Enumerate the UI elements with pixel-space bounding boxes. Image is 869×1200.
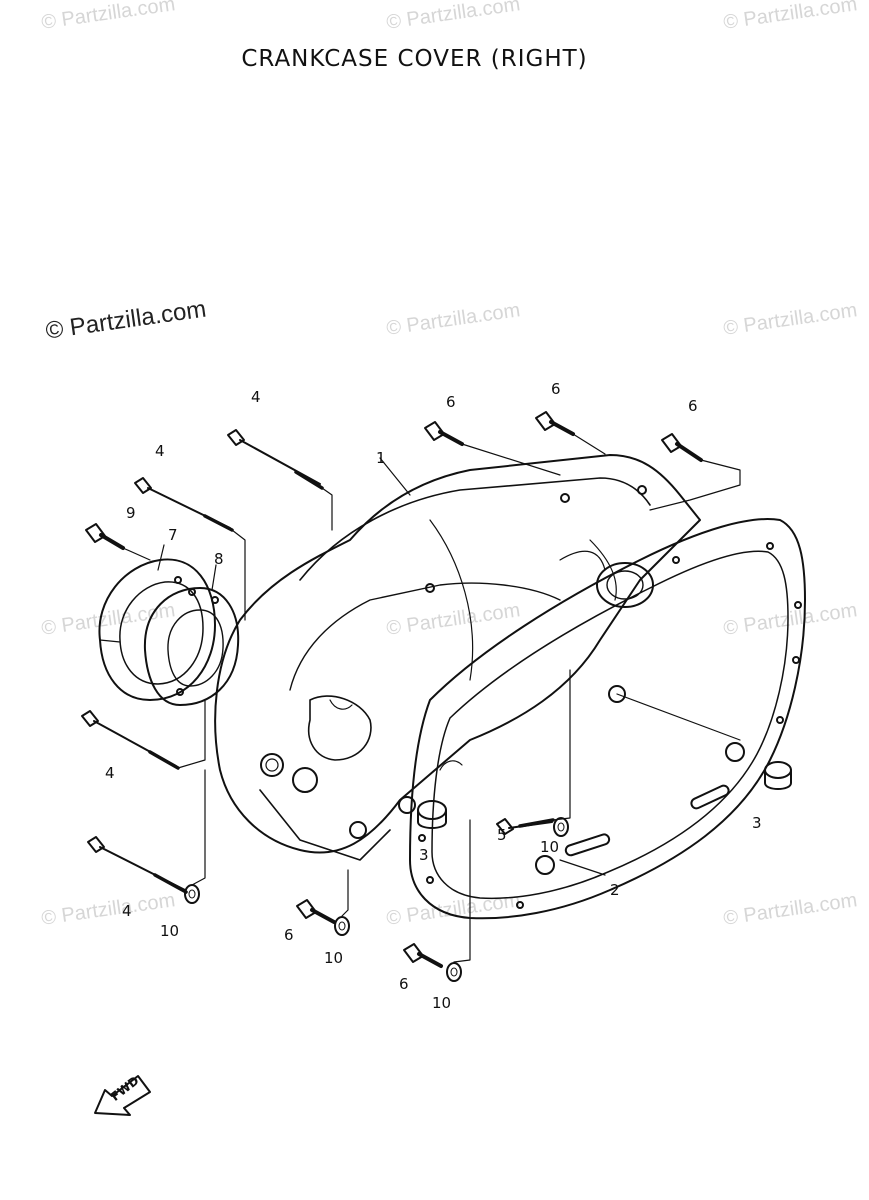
forward-arrow-icon xyxy=(94,1075,151,1116)
callout-4: 4 xyxy=(155,442,165,460)
diagram-title: CRANKCASE COVER (RIGHT) xyxy=(241,46,588,72)
part-4-long-bolt[interactable] xyxy=(87,836,188,894)
callout-5: 5 xyxy=(497,826,507,844)
callout-6: 6 xyxy=(399,975,409,993)
part-4-long-bolt[interactable] xyxy=(134,477,234,532)
callout-6: 6 xyxy=(551,380,561,398)
part-10-washer[interactable] xyxy=(446,962,462,982)
part-5-bolt[interactable] xyxy=(496,818,555,835)
callout-4: 4 xyxy=(105,764,115,782)
callout-6: 6 xyxy=(688,397,698,415)
callout-1: 1 xyxy=(376,449,386,467)
callout-4: 4 xyxy=(122,902,132,920)
part-7-seal-housing[interactable] xyxy=(98,558,216,701)
callout-10: 10 xyxy=(540,838,559,856)
part-3-dowel-pin[interactable] xyxy=(417,800,447,829)
callout-10: 10 xyxy=(324,949,343,967)
part-4-long-bolt[interactable] xyxy=(81,710,180,770)
callout-10: 10 xyxy=(160,922,179,940)
callout-9: 9 xyxy=(126,504,136,522)
callout-4: 4 xyxy=(251,388,261,406)
callout-labels: 1 2 3 3 4 4 4 4 5 6 6 6 6 6 7 8 9 10 10 … xyxy=(105,380,762,1104)
part-3-dowel-pin[interactable] xyxy=(764,761,792,790)
callout-8: 8 xyxy=(214,550,224,568)
part-2-gasket[interactable] xyxy=(409,518,806,920)
callout-3: 3 xyxy=(419,846,429,864)
callout-10: 10 xyxy=(432,994,451,1012)
part-1-crankcase-cover[interactable] xyxy=(214,454,701,861)
part-4-long-bolt[interactable] xyxy=(227,429,324,490)
part-6-short-bolt[interactable] xyxy=(661,433,703,462)
part-6-short-bolt[interactable] xyxy=(296,899,336,924)
part-10-washer[interactable] xyxy=(553,817,569,837)
leader-lines xyxy=(122,433,741,963)
callout-6: 6 xyxy=(284,926,294,944)
callout-7: 7 xyxy=(168,526,178,544)
callout-6: 6 xyxy=(446,393,456,411)
part-6-short-bolt[interactable] xyxy=(424,421,464,446)
part-8-seal-gasket[interactable] xyxy=(143,587,240,706)
part-10-washer[interactable] xyxy=(184,884,200,904)
part-9-bolt[interactable] xyxy=(85,523,125,550)
callout-3: 3 xyxy=(752,814,762,832)
part-6-short-bolt[interactable] xyxy=(403,943,443,968)
callout-2: 2 xyxy=(610,881,620,899)
part-10-washer[interactable] xyxy=(334,916,350,936)
part-6-short-bolt[interactable] xyxy=(535,411,575,436)
